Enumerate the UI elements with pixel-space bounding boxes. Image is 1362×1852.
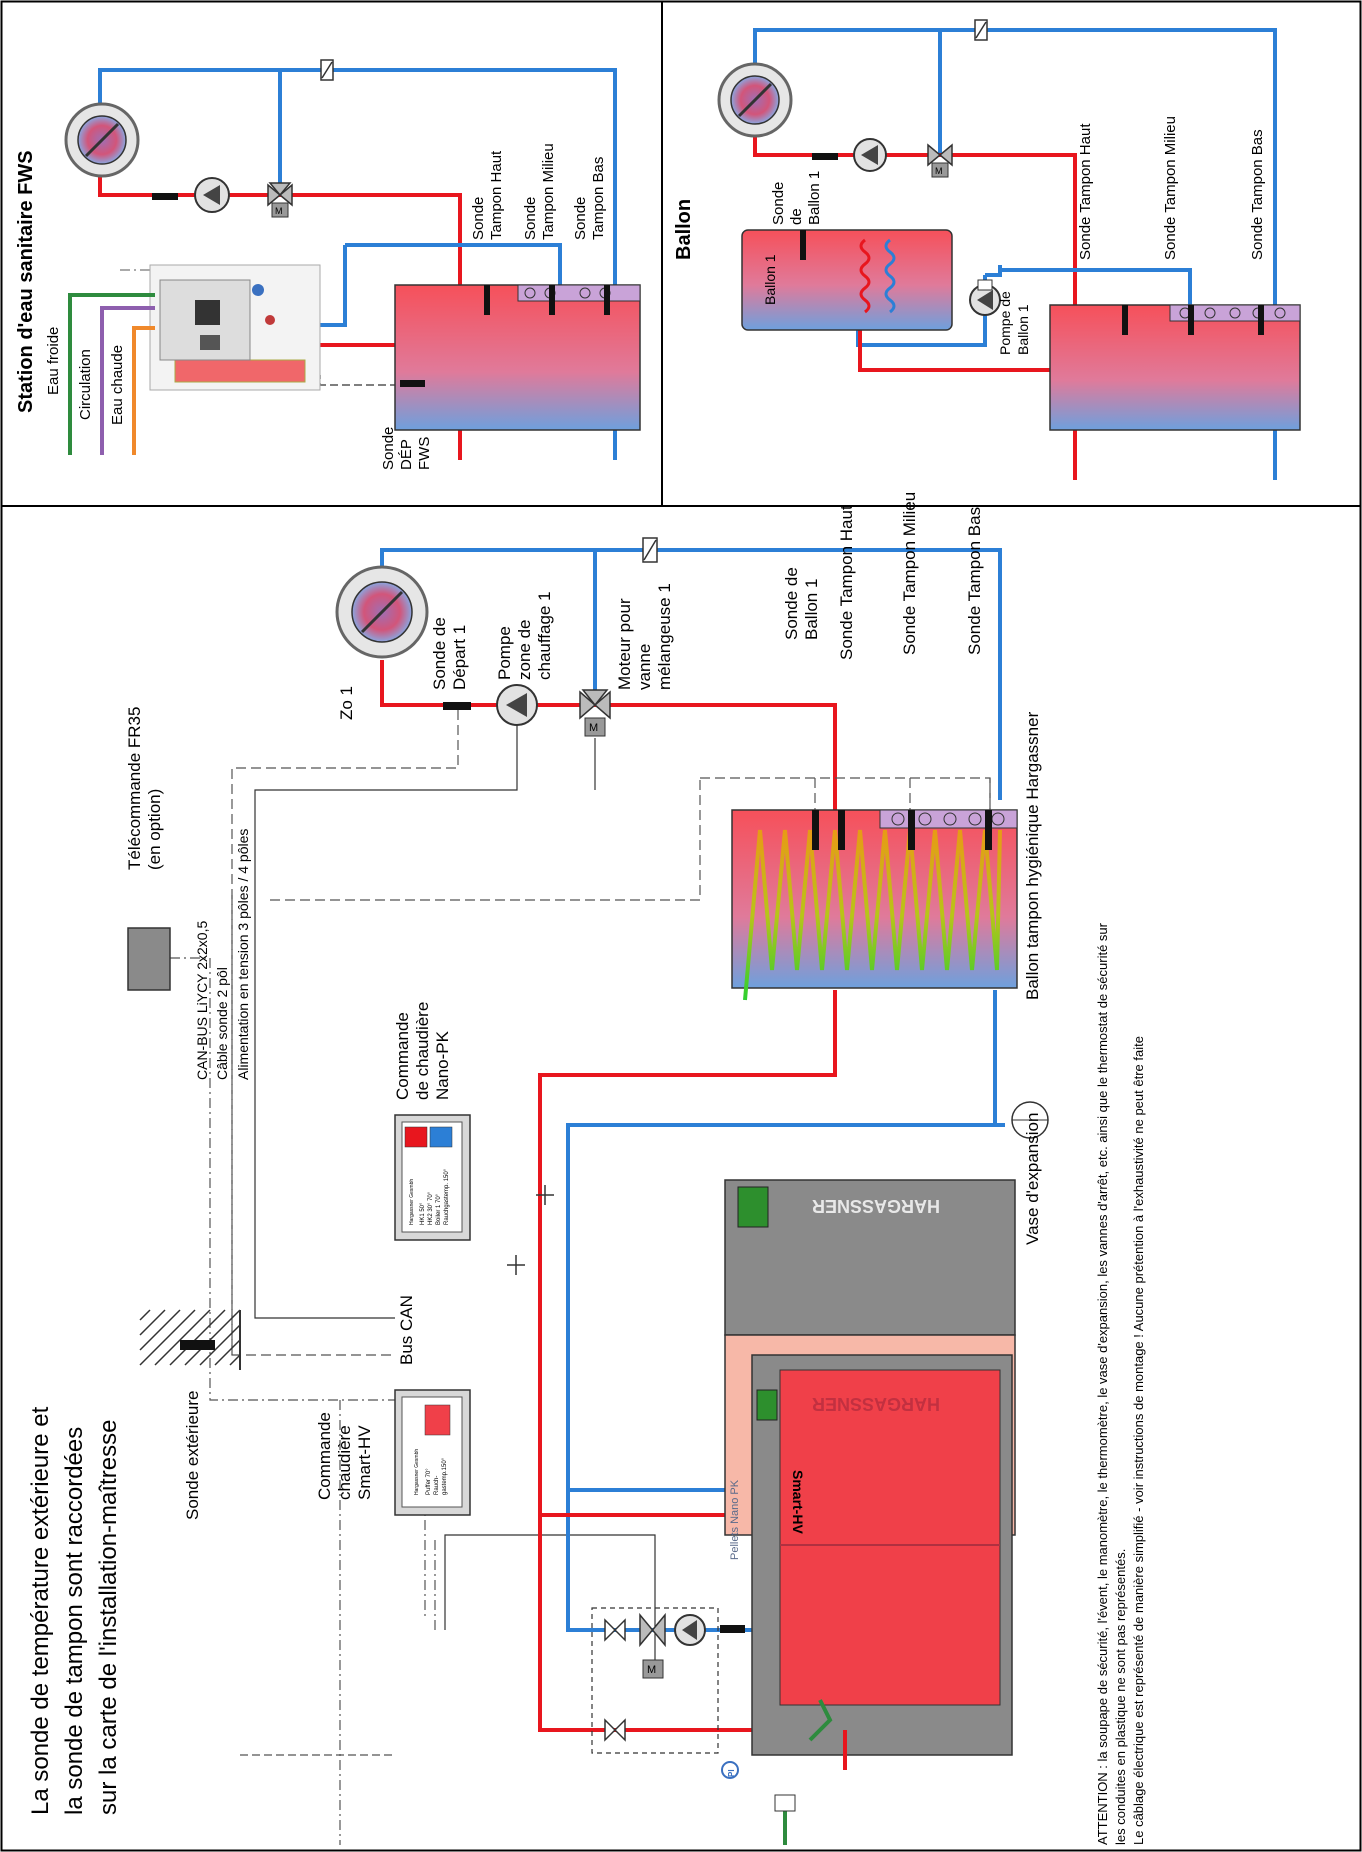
main-heading-line2: la sonde de tampon sont raccordées <box>61 1427 88 1815</box>
commande-pk-2: de chaudière <box>413 1002 432 1100</box>
telecommande-2: (en option) <box>145 789 164 870</box>
ballon-tampon-label: Ballon tampon hygiénique Hargassner <box>1023 711 1042 1000</box>
display-pk-r2: HK2 30° 70° <box>428 1191 434 1225</box>
ballon-sonde-2: de <box>788 208 805 225</box>
svg-text:M: M <box>935 166 943 176</box>
fws-tampon-haut-1: Sonde <box>470 197 487 240</box>
ballon-tampon-bas: Sonde Tampon Bas <box>1249 129 1266 260</box>
main-tampon-bas: Sonde Tampon Bas <box>965 507 984 655</box>
can-bus-label: CAN-BUS LiYCY 2x2x0,5 <box>194 921 210 1080</box>
alimentation-label: Alimentation en tension 3 pôles / 4 pôle… <box>235 829 251 1080</box>
bus-can-label: Bus CAN <box>397 1295 416 1365</box>
pompe-zone-1: Pompe <box>495 626 514 680</box>
commande-hv-3: Smart-HV <box>355 1425 374 1500</box>
display-pk-r4: Rauchgastemp. 150° <box>444 1168 450 1225</box>
fws-tampon-bas-2: Tampon Bas <box>590 157 607 240</box>
ballon-label: Ballon 1 <box>762 254 778 305</box>
fws-circulation: Circulation <box>77 349 94 420</box>
ballon-sonde-3: Ballon 1 <box>806 171 823 225</box>
fws-panel-title: Station d'eau sanitaire FWS <box>15 150 37 413</box>
fws-tampon-bas-1: Sonde <box>572 197 589 240</box>
main-sonde-ballon-2: Ballon 1 <box>802 579 821 640</box>
moteur-vanne-3: mélangeuse 1 <box>655 583 674 690</box>
footer-line1: ATTENTION : la soupape de sécurité, l'év… <box>1095 922 1110 1845</box>
main-sonde-ballon-1: Sonde de <box>782 567 801 640</box>
svg-text:M: M <box>275 206 283 216</box>
main-heading-line1: La sonde de température extérieure et <box>27 1406 54 1815</box>
moteur-vanne-1: Moteur pour <box>615 598 634 690</box>
fws-sonde-dep-2: DÉP <box>398 439 415 470</box>
vase-label: Vase d'expansion <box>1023 1113 1042 1245</box>
sonde-exterieure-label: Sonde extérieure <box>183 1391 202 1520</box>
telecommande-1: Télécommande FR35 <box>125 707 144 870</box>
main-tampon-milieu: Sonde Tampon Milieu <box>900 492 919 655</box>
pompe-zone-3: chauffage 1 <box>535 591 554 680</box>
fws-tampon-milieu-2: Tampon Milieu <box>540 143 557 240</box>
display-hv-r3: gastemp.150° <box>442 1457 448 1495</box>
footer-line2: les conduites en plastique ne sont pas r… <box>1113 1549 1128 1845</box>
fws-eau-chaude: Eau chaude <box>109 345 126 425</box>
ballon-panel-title: Ballon <box>673 199 695 260</box>
pellets-nano-label: Pellets Nano PK <box>729 1479 741 1560</box>
commande-hv-1: Commande <box>315 1412 334 1500</box>
main-schematic: M <box>127 537 1049 1845</box>
ballon-tampon-haut: Sonde Tampon Haut <box>1077 123 1094 260</box>
commande-pk-1: Commande <box>393 1012 412 1100</box>
sonde-depart-1: Sonde de <box>430 617 449 690</box>
fws-sonde-dep-3: FWS <box>416 437 433 470</box>
display-hv-title: Hargassner Gesmbh <box>414 1449 420 1495</box>
pompe-zone-2: zone de <box>515 620 534 681</box>
cable-sonde-label: Câble sonde 2 pôl <box>214 967 230 1080</box>
ballon-sonde-1: Sonde <box>770 182 787 225</box>
ballon-pompe-1: Pompe de <box>997 291 1013 355</box>
pi-label: PI <box>727 1769 736 1777</box>
commande-hv-2: chaudière <box>335 1425 354 1500</box>
fws-eau-froide: Eau froide <box>45 327 62 395</box>
footer-line3: Le câblage électrique est représenté de … <box>1131 1036 1146 1845</box>
svg-text:M: M <box>589 722 598 734</box>
fws-schematic: M <box>64 59 641 460</box>
svg-text:M: M <box>647 1664 656 1676</box>
fws-tampon-milieu-1: Sonde <box>522 197 539 240</box>
ballon-tampon-milieu: Sonde Tampon Milieu <box>1162 116 1179 260</box>
brand-nano-pk: HARGASSNER <box>812 1196 940 1216</box>
display-pk-r1: HK1 50° <box>420 1202 426 1225</box>
brand-smart-hv: HARGASSNER <box>812 1394 940 1414</box>
main-heading-line3: sur la carte de l'installation-maîtresse <box>95 1420 122 1815</box>
sonde-depart-2: Départ 1 <box>450 625 469 690</box>
fws-sonde-dep-1: Sonde <box>380 427 397 470</box>
main-tampon-haut: Sonde Tampon Haut <box>837 505 856 660</box>
display-hv-r2: Rauch- <box>434 1476 440 1495</box>
commande-pk-3: Nano-PK <box>433 1030 452 1100</box>
fws-tampon-haut-2: Tampon Haut <box>488 150 505 240</box>
zone-label: Zo 1 <box>337 686 356 720</box>
display-pk-title: Hargassner Gesmbh <box>409 1179 415 1225</box>
moteur-vanne-2: vanne <box>635 644 654 690</box>
display-hv-r1: Puffer 70° <box>426 1468 432 1495</box>
smart-hv-label: Smart-HV <box>790 1470 806 1534</box>
ballon-pompe-2: Ballon 1 <box>1015 304 1031 355</box>
ballon-schematic: M <box>717 19 1301 480</box>
display-pk-r3: Boiler 1 70° <box>436 1193 442 1225</box>
